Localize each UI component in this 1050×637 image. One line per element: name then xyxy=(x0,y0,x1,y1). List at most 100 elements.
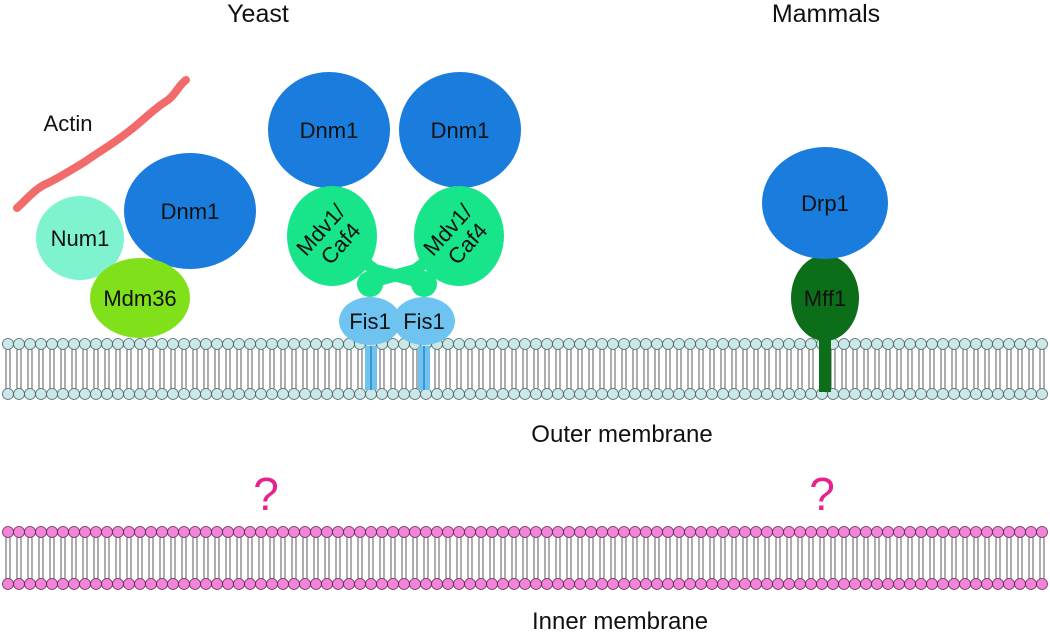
lipid-head xyxy=(255,526,267,538)
lipid-head xyxy=(376,578,388,590)
lipid-head xyxy=(508,388,520,400)
lipid-head xyxy=(662,526,674,538)
lipid-head xyxy=(882,338,894,350)
actin-filament xyxy=(13,76,190,212)
lipid-head xyxy=(343,388,355,400)
lipid-head xyxy=(794,578,806,590)
lipid-head xyxy=(409,526,421,538)
lipid-head xyxy=(90,338,102,350)
lipid-head xyxy=(816,578,828,590)
lipid-head xyxy=(651,338,663,350)
lipid-head xyxy=(222,388,234,400)
lipid-head xyxy=(244,526,256,538)
lipid-head xyxy=(596,526,608,538)
lipid-head xyxy=(145,526,157,538)
lipid-head xyxy=(959,526,971,538)
lipid-head xyxy=(178,578,190,590)
lipid-head xyxy=(695,578,707,590)
lipid-head xyxy=(805,526,817,538)
lipid-head xyxy=(244,578,256,590)
lipid-head xyxy=(761,338,773,350)
lipid-head xyxy=(24,526,36,538)
lipid-head xyxy=(266,578,278,590)
lipid-head xyxy=(695,338,707,350)
lipid-head xyxy=(343,578,355,590)
inner-membrane-tails xyxy=(5,537,1045,579)
lipid-head xyxy=(794,526,806,538)
lipid-head xyxy=(112,388,124,400)
lipid-head xyxy=(453,578,465,590)
lipid-head xyxy=(871,338,883,350)
lipid-head xyxy=(420,526,432,538)
lipid-head xyxy=(13,526,25,538)
lipid-head xyxy=(904,578,916,590)
lipid-head xyxy=(574,526,586,538)
lipid-head xyxy=(321,578,333,590)
lipid-head xyxy=(464,578,476,590)
lipid-head xyxy=(420,578,432,590)
lipid-head xyxy=(321,526,333,538)
lipid-head xyxy=(486,578,498,590)
lipid-head xyxy=(420,388,432,400)
lipid-head xyxy=(310,578,322,590)
drp1-label: Drp1 xyxy=(801,191,849,216)
lipid-head xyxy=(365,526,377,538)
lipid-head xyxy=(68,338,80,350)
lipid-head xyxy=(288,578,300,590)
dnm1-blob-b xyxy=(399,72,521,188)
lipid-head xyxy=(794,388,806,400)
lipid-head xyxy=(607,526,619,538)
lipid-head xyxy=(893,338,905,350)
lipid-head xyxy=(200,338,212,350)
lipid-head xyxy=(46,338,58,350)
lipid-head xyxy=(992,388,1004,400)
lipid-head xyxy=(156,578,168,590)
lipid-head xyxy=(761,388,773,400)
fis1-blob-right xyxy=(393,297,455,345)
lipid-head xyxy=(937,578,949,590)
lipid-head xyxy=(728,338,740,350)
lipid-head xyxy=(728,578,740,590)
lipid-head xyxy=(882,578,894,590)
lipid-head xyxy=(1025,338,1037,350)
lipid-head xyxy=(915,526,927,538)
lipid-head xyxy=(563,388,575,400)
lipid-head xyxy=(970,388,982,400)
drp1-blob xyxy=(762,147,888,259)
lipid-head xyxy=(255,388,267,400)
lipid-head xyxy=(497,388,509,400)
lipid-head xyxy=(1036,578,1048,590)
actin-label: Actin xyxy=(44,111,93,136)
lipid-head xyxy=(178,388,190,400)
mff1-blob xyxy=(791,255,859,341)
lipid-head xyxy=(453,526,465,538)
lipid-head xyxy=(684,388,696,400)
lipid-head xyxy=(937,526,949,538)
lipid-head xyxy=(761,578,773,590)
lipid-head xyxy=(123,578,135,590)
lipid-head xyxy=(541,388,553,400)
lipid-head xyxy=(849,578,861,590)
lipid-head xyxy=(992,578,1004,590)
lipid-head xyxy=(288,526,300,538)
lipid-head xyxy=(893,526,905,538)
lipid-head xyxy=(299,578,311,590)
lipid-head xyxy=(134,578,146,590)
lipid-head xyxy=(1003,388,1015,400)
lipid-head xyxy=(266,526,278,538)
lipid-head xyxy=(585,338,597,350)
lipid-head xyxy=(618,526,630,538)
lipid-head xyxy=(706,578,718,590)
lipid-head xyxy=(860,338,872,350)
lipid-head xyxy=(904,388,916,400)
lipid-head xyxy=(882,526,894,538)
lipid-head xyxy=(948,338,960,350)
lipid-head xyxy=(1014,388,1026,400)
lipid-head xyxy=(156,388,168,400)
lipid-head xyxy=(211,578,223,590)
outer-membrane xyxy=(2,338,1048,400)
lipid-head xyxy=(673,388,685,400)
lipid-head xyxy=(57,578,69,590)
lipid-head xyxy=(926,526,938,538)
lipid-head xyxy=(585,388,597,400)
